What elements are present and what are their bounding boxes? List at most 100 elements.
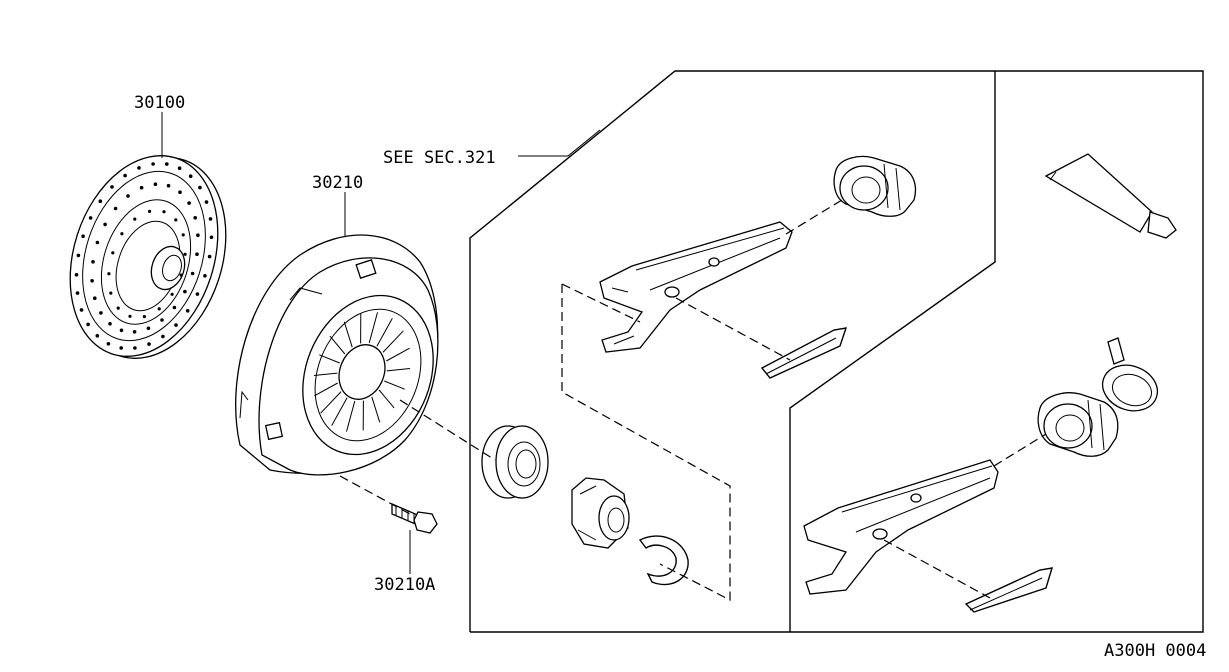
bolt-part	[391, 503, 438, 534]
rivet-hole	[174, 218, 178, 222]
rivet-hole	[146, 326, 151, 331]
rivet-hole	[113, 206, 118, 211]
release-bearing-part	[481, 425, 549, 499]
rivet-hole	[208, 217, 213, 221]
rivet-hole	[147, 342, 151, 346]
rivet-hole	[153, 182, 158, 186]
diaphragm-finger	[376, 318, 393, 347]
rivet-hole	[185, 309, 190, 313]
rivet-hole	[99, 311, 103, 315]
rivet-hole	[74, 272, 79, 277]
hose-clamp-part	[1101, 337, 1159, 412]
rivet-hole	[98, 199, 103, 203]
clutch-cover-part	[235, 234, 439, 476]
rivet-hole	[111, 251, 115, 255]
rivet-hole	[91, 260, 95, 264]
rivet-hole	[193, 216, 197, 220]
rivet-hole	[207, 254, 212, 259]
section-frame	[469, 70, 1204, 633]
rivet-hole	[88, 216, 93, 220]
rivet-hole	[133, 217, 137, 221]
rivet-hole	[188, 174, 193, 178]
rivet-hole	[187, 201, 191, 205]
diaphragm-finger	[386, 368, 411, 372]
rivet-hole	[204, 200, 209, 204]
rivet-hole	[128, 314, 132, 318]
rivet-hole	[123, 173, 127, 178]
rivet-hole	[170, 292, 174, 296]
rivet-hole	[139, 185, 144, 190]
diaphragm-finger	[314, 382, 338, 397]
rivet-hole	[174, 323, 178, 327]
rivet-hole	[120, 232, 124, 236]
rivet-hole	[172, 305, 177, 310]
rivet-hole	[183, 289, 187, 294]
lever-spring-lower-part	[964, 567, 1053, 613]
rivet-hole	[157, 307, 161, 311]
rivet-hole	[107, 272, 111, 276]
rivet-hole	[116, 306, 120, 310]
withdrawal-lever-upper-part	[599, 221, 793, 353]
rivet-hole	[109, 291, 113, 295]
diaphragm-finger	[371, 396, 381, 423]
rivet-hole	[76, 253, 81, 258]
rivet-hole	[160, 318, 164, 322]
diaphragm-finger	[346, 400, 356, 432]
diaphragm-finger	[378, 389, 395, 409]
leader-lines	[161, 112, 601, 574]
label-clutch-cover: 30210	[312, 173, 363, 193]
rivet-hole	[209, 235, 214, 240]
rivet-hole	[75, 291, 80, 295]
rivet-hole	[162, 210, 166, 214]
rivet-hole	[195, 292, 200, 296]
rivet-hole	[133, 346, 137, 350]
grease-tube-part	[1044, 153, 1177, 239]
dust-boot-upper-part	[833, 155, 917, 217]
label-see-section: SEE SEC.321	[383, 148, 496, 168]
label-bolt: 30210A	[374, 575, 435, 595]
rivet-hole	[86, 322, 90, 327]
diaphragm-finger	[386, 347, 410, 362]
rivet-hole	[93, 296, 97, 301]
rivet-hole	[198, 185, 202, 190]
rivet-hole	[126, 194, 130, 198]
rivet-hole	[179, 273, 183, 277]
assembly-dashed-lines	[339, 199, 1047, 601]
rivet-hole	[119, 346, 123, 350]
label-clutch-disc: 30100	[134, 93, 185, 113]
rivet-hole	[195, 252, 199, 256]
rivet-hole	[81, 234, 85, 238]
clutch-disc-part	[69, 155, 227, 359]
dust-boot-lower-part	[1037, 392, 1119, 457]
rivet-hole	[137, 166, 141, 170]
rivet-hole	[151, 162, 155, 166]
rivet-hole	[95, 240, 100, 245]
rivet-hole	[108, 322, 112, 326]
rivet-hole	[90, 279, 94, 283]
rivet-hole	[177, 166, 182, 170]
rivet-hole	[142, 315, 146, 319]
bearing-sleeve-part	[571, 477, 630, 549]
diaphragm-finger	[368, 312, 378, 344]
diaphragm-finger	[382, 330, 404, 353]
diaphragm-finger	[343, 321, 353, 348]
rivet-hole	[178, 190, 182, 194]
rivet-hole	[161, 334, 165, 339]
rivet-hole	[203, 274, 207, 278]
rivet-hole	[106, 342, 111, 346]
diaphragm-finger	[331, 397, 348, 426]
rivet-hole	[95, 334, 100, 338]
withdrawal-lever-lower-part	[803, 459, 999, 595]
rivet-hole	[165, 162, 169, 166]
label-diagram-code: A300H 0004	[1104, 641, 1206, 661]
rivet-hole	[132, 330, 137, 334]
diaphragm-finger	[329, 335, 346, 355]
rivet-hole	[196, 233, 200, 237]
retainer-clip-part	[638, 535, 689, 586]
diaphragm-finger	[384, 380, 405, 390]
rivet-hole	[166, 183, 171, 188]
rivet-hole	[119, 328, 124, 333]
rivet-hole	[181, 233, 185, 237]
diaphragm-finger	[320, 391, 342, 414]
